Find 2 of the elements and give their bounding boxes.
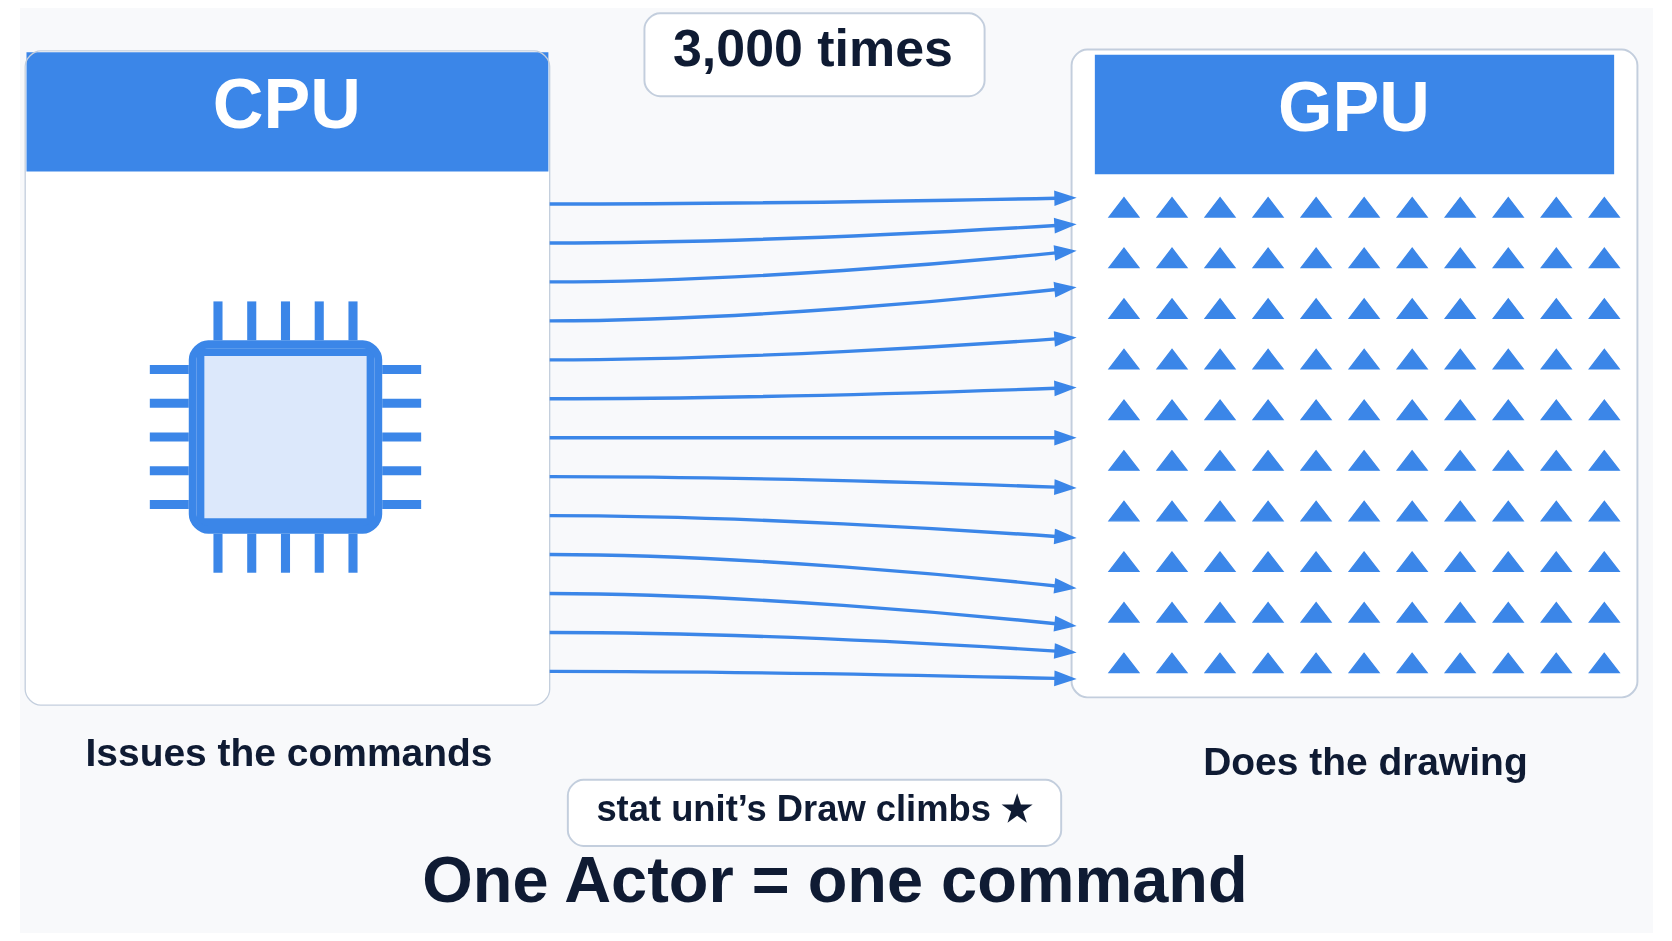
node-label: Issues the commands [85,730,492,774]
node-label: Does the drawing [1202,739,1528,783]
